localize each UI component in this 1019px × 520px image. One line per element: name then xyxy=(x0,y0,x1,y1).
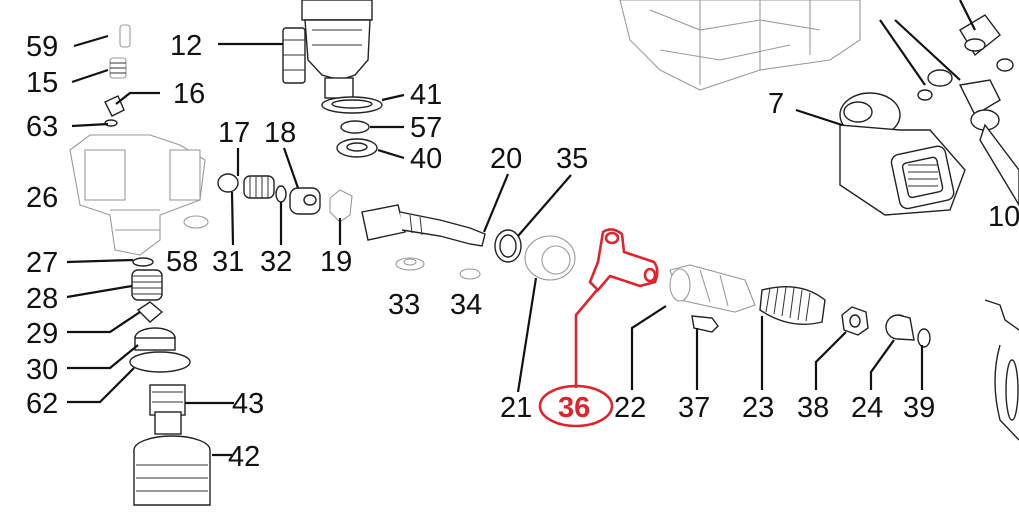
part-7-housing xyxy=(839,92,966,216)
part-43-nozzle xyxy=(149,384,186,435)
part-38-nut xyxy=(841,306,869,336)
part-24-cap xyxy=(885,314,915,341)
injector-top-body xyxy=(301,0,373,99)
label-57: 57 xyxy=(410,112,442,144)
part-26-pump-body xyxy=(69,134,206,256)
part-59-pin xyxy=(119,24,131,48)
part-17-spring xyxy=(243,175,275,199)
label-40: 40 xyxy=(410,143,442,175)
label-32: 32 xyxy=(260,246,292,278)
label-35: 35 xyxy=(556,143,588,175)
part-10-fittings xyxy=(879,0,1019,207)
part-57-ring xyxy=(340,120,370,134)
label-12: 12 xyxy=(170,30,202,62)
part-21-sleeve xyxy=(524,235,576,281)
label-42: 42 xyxy=(228,441,260,473)
highlight-circle-36 xyxy=(538,384,614,428)
part-40-ring xyxy=(336,138,378,158)
part-58-clip xyxy=(183,215,209,229)
part-31-ball xyxy=(217,173,239,193)
leader-lines xyxy=(66,34,924,457)
part-30-cap xyxy=(134,327,176,351)
label-38: 38 xyxy=(797,392,829,424)
label-34: 34 xyxy=(450,289,482,321)
label-16: 16 xyxy=(173,78,205,110)
part-35-ring xyxy=(494,229,522,263)
right-edge-fragment xyxy=(984,299,1019,441)
label-59: 59 xyxy=(26,31,58,63)
label-31: 31 xyxy=(212,246,244,278)
part-18-cap xyxy=(289,187,321,215)
part-33-clip xyxy=(395,257,425,271)
part-29-seat xyxy=(136,301,164,323)
label-29: 29 xyxy=(26,318,58,350)
part-32-washer xyxy=(275,185,287,203)
part-42-nut xyxy=(133,435,211,506)
label-58: 58 xyxy=(166,246,198,278)
label-19: 19 xyxy=(320,246,352,278)
label-41: 41 xyxy=(410,79,442,111)
label-43: 43 xyxy=(232,388,264,420)
part-15-spring xyxy=(109,57,127,79)
part-28-spring xyxy=(131,269,163,301)
label-37: 37 xyxy=(678,392,710,424)
engine-block-sketch xyxy=(619,0,861,91)
label-39: 39 xyxy=(903,392,935,424)
label-30: 30 xyxy=(26,354,58,386)
part-19-nut xyxy=(329,189,353,223)
label-18: 18 xyxy=(264,117,296,149)
label-15: 15 xyxy=(26,67,58,99)
label-63: 63 xyxy=(26,111,58,143)
label-21: 21 xyxy=(500,392,532,424)
label-7: 7 xyxy=(768,88,784,120)
part-37-screw xyxy=(691,315,719,333)
label-36: 36 xyxy=(558,392,590,424)
label-27: 27 xyxy=(26,247,58,279)
part-23-spring xyxy=(759,285,826,325)
label-17: 17 xyxy=(218,117,250,149)
label-20: 20 xyxy=(490,143,522,175)
label-10: 10 xyxy=(988,201,1019,233)
part-20-plunger xyxy=(361,204,486,247)
part-41-ring xyxy=(321,96,383,114)
part-39-washer xyxy=(917,328,931,348)
label-24: 24 xyxy=(851,392,883,424)
part-36-lever-highlighted[interactable] xyxy=(588,228,659,292)
part-12-rod xyxy=(282,27,306,84)
part-27-washer xyxy=(132,257,154,267)
part-34-clip xyxy=(459,268,481,280)
label-33: 33 xyxy=(388,289,420,321)
label-22: 22 xyxy=(614,392,646,424)
label-23: 23 xyxy=(742,392,774,424)
part-labels: 59 15 63 16 12 41 57 40 17 18 20 35 7 10… xyxy=(26,30,1019,473)
label-26: 26 xyxy=(26,182,58,214)
label-28: 28 xyxy=(26,283,58,315)
part-22-sleeve xyxy=(669,264,756,313)
label-62: 62 xyxy=(26,388,58,420)
part-62-ring xyxy=(129,351,191,373)
